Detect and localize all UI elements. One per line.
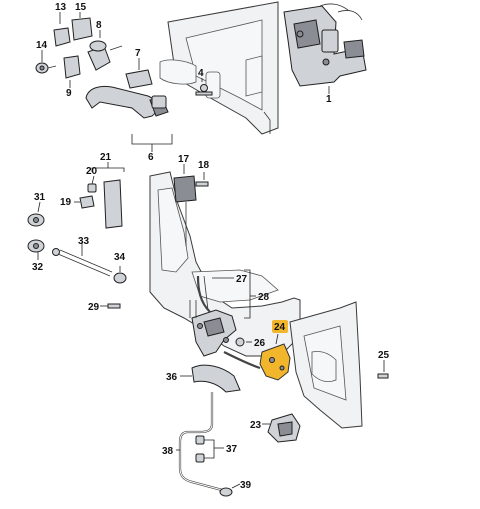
part-23-striker (262, 413, 301, 443)
callout-18-label: 18 (198, 160, 210, 171)
callout-39-label: 39 (240, 480, 252, 491)
part-33-rod (52, 242, 113, 277)
door-panel-inner (149, 171, 301, 357)
part-14-screw (35, 50, 57, 74)
part-25-screw (377, 360, 389, 379)
callout-34-label: 34 (114, 252, 126, 263)
callout-13-label: 13 (55, 2, 67, 13)
callout-21-label: 21 (100, 152, 112, 163)
callout-36-label: 36 (166, 372, 178, 383)
part-17-module (173, 164, 197, 246)
callout-7-label: 7 (135, 48, 141, 59)
screw-4 (195, 78, 213, 96)
callout-38-label: 38 (162, 446, 174, 457)
lock-actuator-assembly (189, 300, 237, 357)
part-26-bolt (235, 337, 252, 347)
callout-26-label: 26 (254, 338, 266, 349)
callout-1: 1 (326, 86, 332, 105)
door-lock-top (283, 3, 367, 87)
callout-24-label: 24 (274, 322, 286, 333)
callout-19-label: 19 (60, 197, 72, 208)
callout-25-label: 25 (378, 350, 390, 361)
callout-9-label: 9 (66, 88, 72, 99)
part-20-clip (87, 175, 97, 193)
callout-8-label: 8 (96, 20, 102, 31)
part-36-linkage (180, 351, 261, 393)
callout-27-label: 27 (236, 274, 248, 285)
part-27-cable (196, 275, 234, 313)
callout-15-label: 15 (75, 2, 87, 13)
part-38-cable (176, 392, 223, 492)
callout-1-label: 1 (326, 94, 332, 105)
callout-14-label: 14 (36, 40, 48, 51)
callout-33-label: 33 (78, 236, 90, 247)
part-34-bushing (113, 266, 127, 284)
callout-4-label: 4 (198, 68, 204, 79)
door-handle (85, 85, 169, 119)
callout-31-label: 31 (34, 192, 46, 203)
part-19-clip (74, 195, 95, 209)
callout-28-label: 28 (258, 292, 270, 303)
callout-17-label: 17 (178, 154, 190, 165)
callout-32-label: 32 (32, 262, 44, 273)
part-6-bracket (131, 134, 173, 152)
callout-20-label: 20 (86, 166, 98, 177)
part-21-trim (91, 162, 125, 229)
part-29-screw (100, 303, 121, 309)
callout-23-label: 23 (250, 420, 262, 431)
part-18-screw (195, 172, 209, 187)
part-8-lock-cylinder (87, 30, 123, 71)
part-31-cap (27, 201, 45, 227)
part-15-cylinder (71, 12, 93, 41)
lock-latch-highlighted (259, 333, 291, 381)
door-panel-top (159, 1, 279, 135)
callout-37-label: 37 (226, 444, 238, 455)
part-9-bracket (63, 55, 81, 88)
callout-24-badge: 24 (272, 320, 288, 333)
part-28-bracket (244, 269, 256, 319)
part-7-gasket (125, 58, 153, 89)
part-32-grommet (27, 239, 45, 260)
part-13-cap (53, 12, 71, 47)
door-panel-rear (289, 301, 363, 429)
part-37-clips (195, 435, 224, 463)
part-39-end-fitting (219, 483, 241, 497)
callout-6-label: 6 (148, 152, 154, 163)
callout-29-label: 29 (88, 302, 100, 313)
